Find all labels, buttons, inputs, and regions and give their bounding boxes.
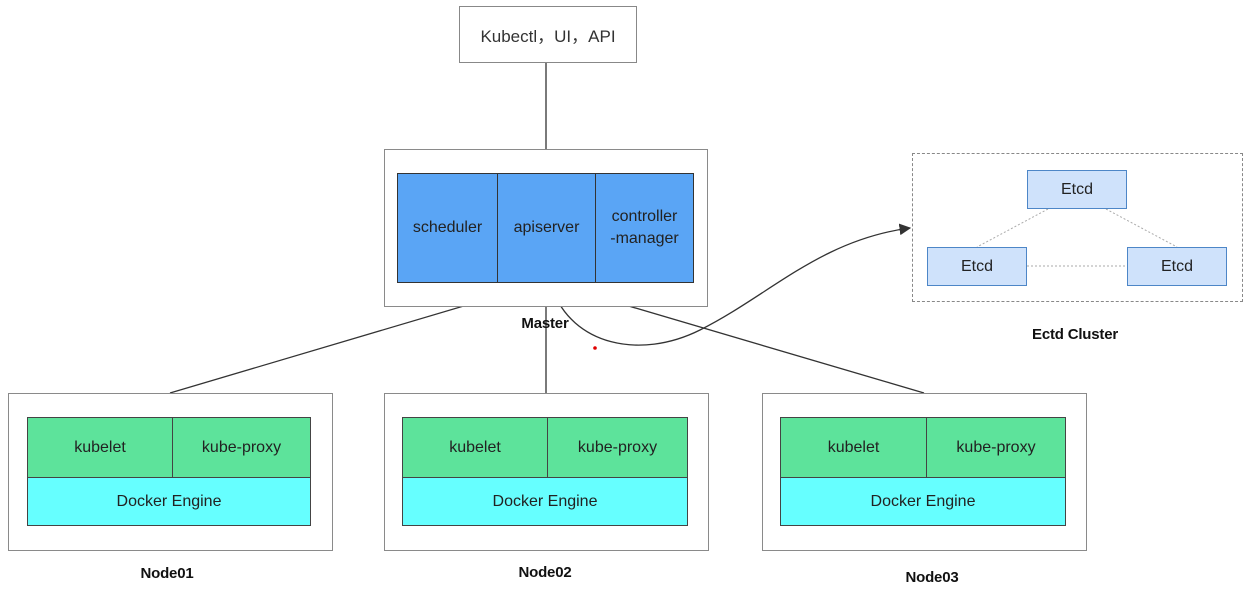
node02-kubelet-box: kubelet [402, 417, 548, 478]
node01-kube-proxy-box: kube-proxy [172, 417, 311, 478]
node01-docker-engine-box: Docker Engine [27, 477, 311, 526]
node03-kubelet-box: kubelet [780, 417, 927, 478]
client-box: Kubectl，UI，API [459, 6, 637, 63]
etcd-node-top: Etcd [1027, 170, 1127, 209]
controller-manager-box: controller -manager [595, 173, 694, 283]
red-dot-marker [593, 346, 597, 350]
node02-caption: Node02 [518, 563, 572, 581]
node02-kube-proxy-box: kube-proxy [547, 417, 688, 478]
master-caption: Master [521, 314, 569, 332]
node01-kubelet-box: kubelet [27, 417, 173, 478]
scheduler-box: scheduler [397, 173, 498, 283]
etcd-cluster-caption: Ectd Cluster [1032, 325, 1118, 343]
etcd-node-right: Etcd [1127, 247, 1227, 286]
apiserver-etcd-curve [549, 223, 912, 346]
etcd-link-top-right [1105, 208, 1178, 248]
apiserver-box: apiserver [497, 173, 596, 283]
client-label: Kubectl，UI，API [480, 27, 616, 46]
node03-caption: Node03 [905, 568, 959, 586]
node01-caption: Node01 [140, 564, 194, 582]
node02-docker-engine-box: Docker Engine [402, 477, 688, 526]
etcd-link-top-left [976, 208, 1049, 248]
etcd-node-left: Etcd [927, 247, 1027, 286]
node03-docker-engine-box: Docker Engine [780, 477, 1066, 526]
node03-kube-proxy-box: kube-proxy [926, 417, 1066, 478]
etcd-cluster-frame [912, 153, 1243, 302]
